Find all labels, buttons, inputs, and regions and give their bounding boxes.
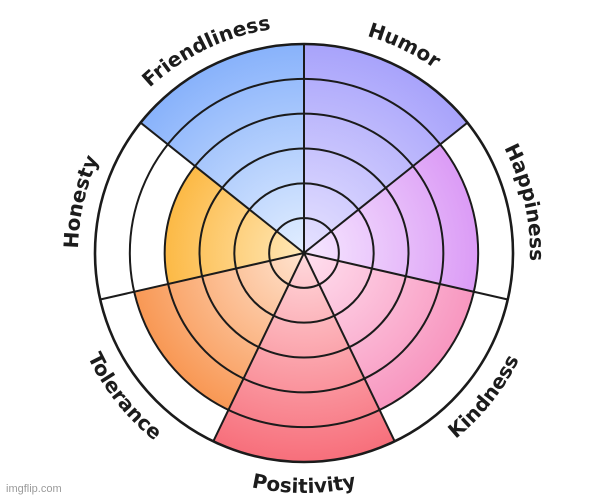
segment-fill-happiness (304, 144, 479, 292)
divider-line-3 (303, 252, 508, 301)
segment-fill-friendliness (140, 43, 304, 253)
divider-line-2 (303, 121, 469, 254)
divider-line-5 (212, 252, 305, 442)
wheel-grid (93, 42, 515, 464)
imgflip-watermark: imgflip.com (6, 483, 62, 495)
divider-line-6 (100, 252, 305, 301)
divider-line-7 (139, 121, 305, 254)
divider-line-4 (303, 252, 396, 442)
segment-fill-humor (304, 44, 468, 253)
label-positivity: Positivity (250, 469, 357, 498)
